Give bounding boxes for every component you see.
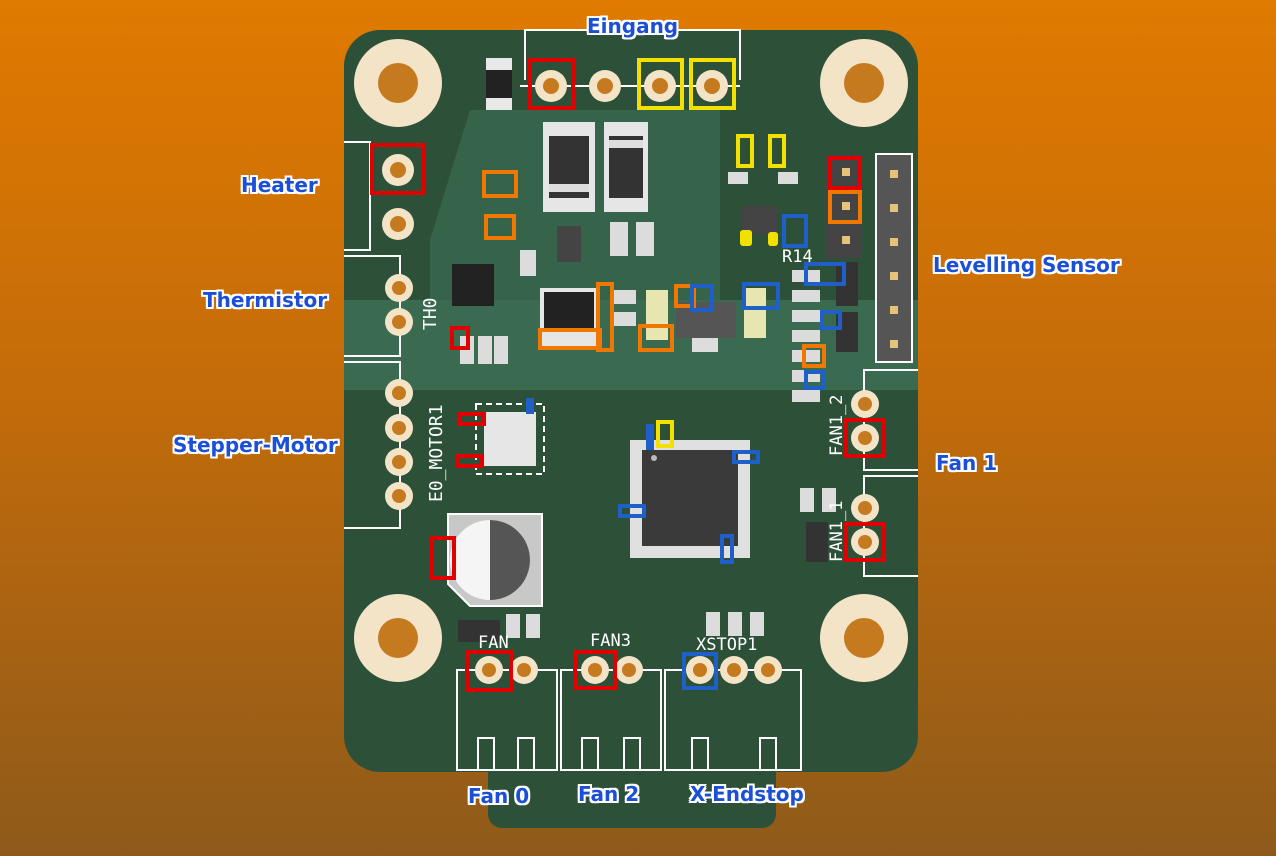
yellow-dots [740,230,778,246]
thermistor-connector-outline [344,255,401,357]
marker-highlights [450,134,846,390]
fan2-connector [560,650,662,771]
fan1-2-pin-1 [851,390,879,418]
label-eingang: Eingang [587,14,679,38]
mosfet-q1 [540,288,598,348]
stepper-driver-ic [456,398,545,475]
label-stepper-motor: Stepper-Motor [173,433,338,457]
x-endstop-connector [664,652,802,771]
board-bottom-tab [488,760,776,828]
silk-fan1-1: FAN1_1 [827,501,847,562]
input-pin-4 [689,58,736,110]
fan1-1-pin-2 [844,522,886,562]
stepper-pins [385,379,413,510]
input-pin-1 [528,58,575,110]
smd-passives [460,172,836,638]
ic-so8 [742,206,778,234]
heater-connector-outline [344,141,371,251]
mounting-hole-tl [354,39,442,127]
fuse-component [486,58,512,110]
diode-d2 [604,122,648,212]
mounting-hole-br [820,594,908,682]
fan1-1-pin-1 [851,494,879,522]
silk-xstop1: XSTOP1 [696,635,757,655]
heater-pin-2 [382,208,414,240]
thermistor-pin-2 [385,308,413,336]
fan1-2-pin-2 [844,418,886,458]
label-x-endstop: X-Endstop [690,782,804,806]
label-heater: Heater [241,173,318,197]
electrolytic-capacitor [430,513,543,607]
input-pin-3 [637,58,684,110]
mcu-chip [618,420,760,564]
thermistor-pin-1 [385,274,413,302]
ic-regulator [557,226,581,262]
board-upper-zone [344,300,918,390]
label-levelling-sensor: Levelling Sensor [933,253,1120,277]
stepper-connector-outline [344,361,401,529]
input-connector-outline [524,29,741,80]
silk-e0-motor: E0_MOTOR1 [426,404,447,502]
input-pin-2 [589,70,621,102]
diode-d1 [543,122,595,212]
label-fan0: Fan 0 [468,784,530,808]
label-fan1: Fan 1 [936,451,998,475]
fan0-connector [456,650,558,771]
silk-fan-partial: FAN [478,633,509,653]
silk-fan1-2: FAN1_2 [827,395,847,456]
silk-fan3: FAN3 [590,631,631,651]
heater-pin-1 [370,143,426,195]
label-thermistor: Thermistor [203,288,328,312]
silk-th0: TH0 [420,297,441,330]
mounting-hole-bl [354,594,442,682]
label-fan2: Fan 2 [578,782,640,806]
mounting-hole-tr [820,39,908,127]
levelling-sensor-header [826,153,913,363]
ic-small-top [452,264,494,306]
